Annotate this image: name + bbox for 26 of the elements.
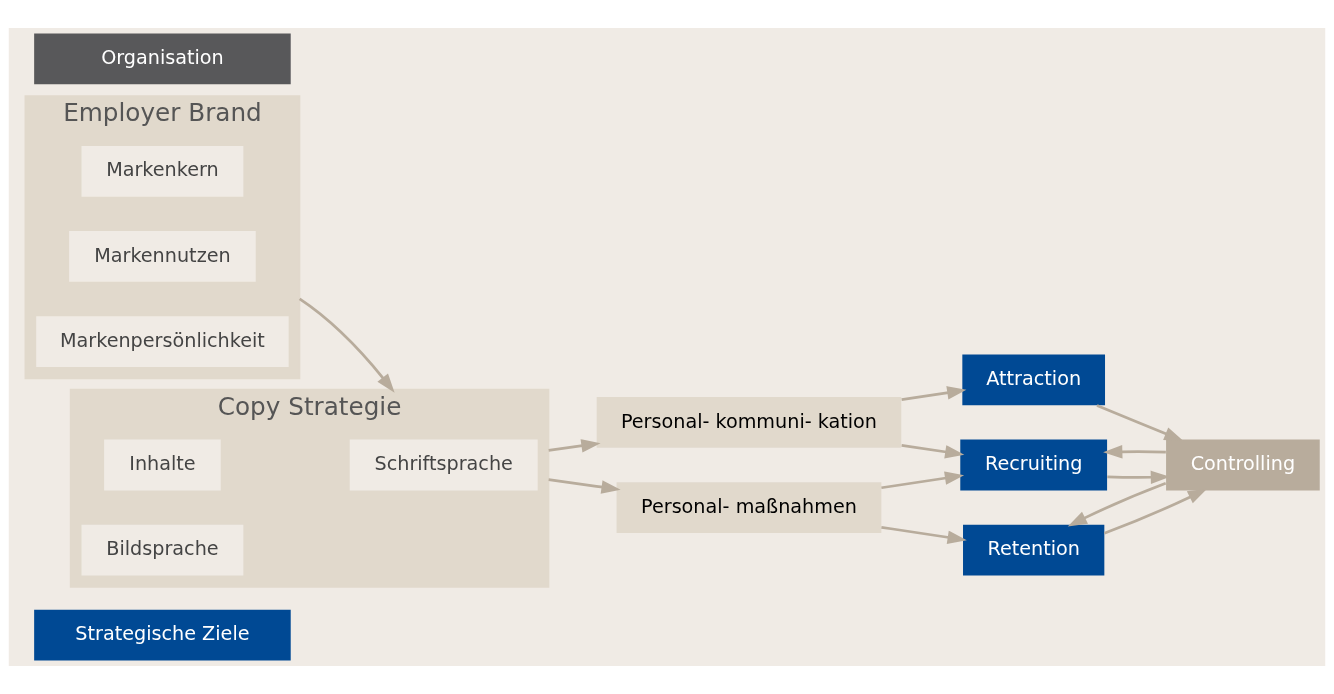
arrow <box>881 471 965 490</box>
arrow <box>901 443 965 459</box>
arrow <box>548 478 621 494</box>
node-box: Retention <box>963 524 1105 576</box>
node-box: Personal- kommuni- kation <box>596 397 902 448</box>
node-box: Recruiting <box>960 439 1108 491</box>
node-box: Schriftsprache <box>349 439 538 491</box>
node-box: Strategische Ziele <box>34 609 291 661</box>
node-box: Controlling <box>1166 439 1320 491</box>
node-box: Attraction <box>962 354 1105 406</box>
arrow <box>881 525 967 544</box>
node-box: Markenpersönlichkeit <box>36 316 289 367</box>
node-box: Bildsprache <box>81 524 244 576</box>
node-box: Organisation <box>34 33 291 85</box>
node-box: Inhalte <box>104 439 221 491</box>
node-box: Markenkern <box>81 146 244 197</box>
arrow <box>298 297 395 393</box>
arrow <box>901 386 967 401</box>
arrow <box>1103 488 1208 535</box>
arrow <box>1107 470 1170 484</box>
arrow <box>1067 482 1167 527</box>
arrow <box>1096 404 1184 442</box>
node-box: Markennutzen <box>69 231 256 282</box>
arrow <box>1103 445 1166 459</box>
node-box: Personal- maßnahmen <box>616 482 882 533</box>
arrow <box>548 439 601 453</box>
